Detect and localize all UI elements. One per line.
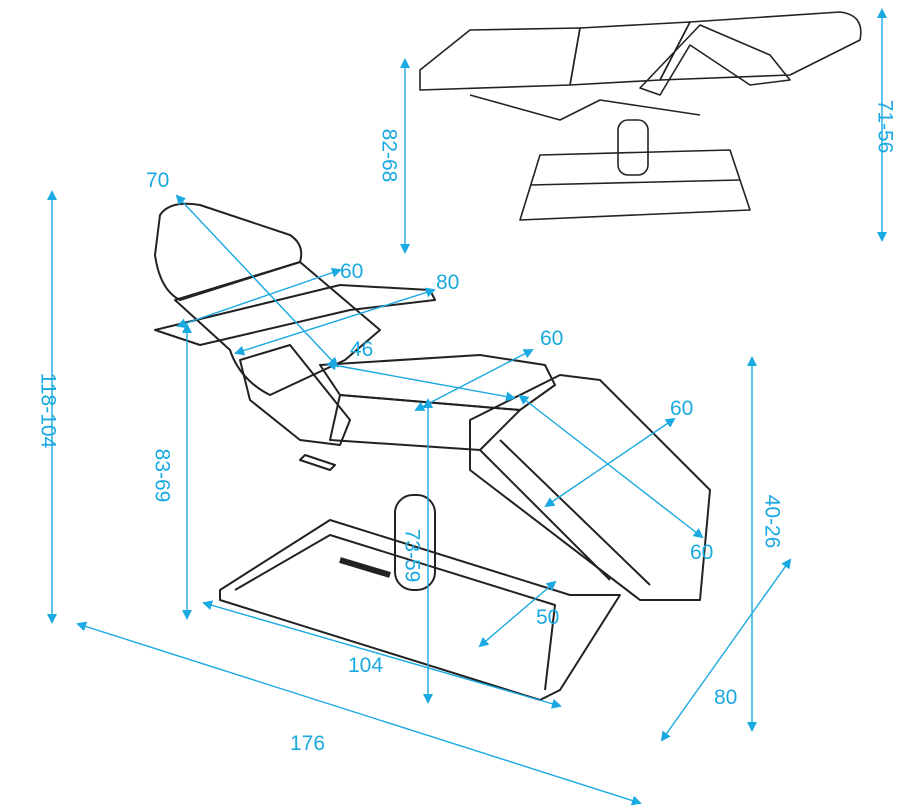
label-width: 80 [714,686,738,709]
label-backrest-width: 60 [340,260,364,283]
label-overall-length: 176 [290,732,326,755]
label-base-width: 50 [536,606,560,629]
label-leg-length: 60 [690,541,714,564]
label-backrest-length: 70 [146,169,170,192]
label-flat-height: 82-68 [377,128,401,183]
dim-line-base-width [478,580,557,648]
label-overall-height: 118-104 [36,372,60,449]
dim-line-base-length [202,600,562,709]
label-base-length: 104 [348,654,384,677]
dim-line-seat-width [414,349,534,411]
label-column-height: 73-59 [400,528,424,583]
dim-line-overall-length [76,621,642,806]
dim-line-width [660,558,792,742]
dim-line-leg-width [544,417,676,508]
flat-chair-illustration [419,11,862,221]
label-armrest-height: 83-69 [150,448,174,503]
label-armrest-span: 80 [436,271,460,294]
dimension-lines [47,7,887,806]
dim-line-leg-length [518,394,704,539]
label-recline-height: 71-56 [873,99,897,154]
label-seat-width: 60 [540,327,564,350]
label-leg-width: 60 [670,397,694,420]
dim-line-seat-length [326,360,516,402]
dim-line-armrest-span [234,287,436,356]
label-seat-length: 46 [350,338,374,361]
label-seat-height: 40-26 [760,494,784,549]
dim-line-backrest-length [175,194,339,368]
